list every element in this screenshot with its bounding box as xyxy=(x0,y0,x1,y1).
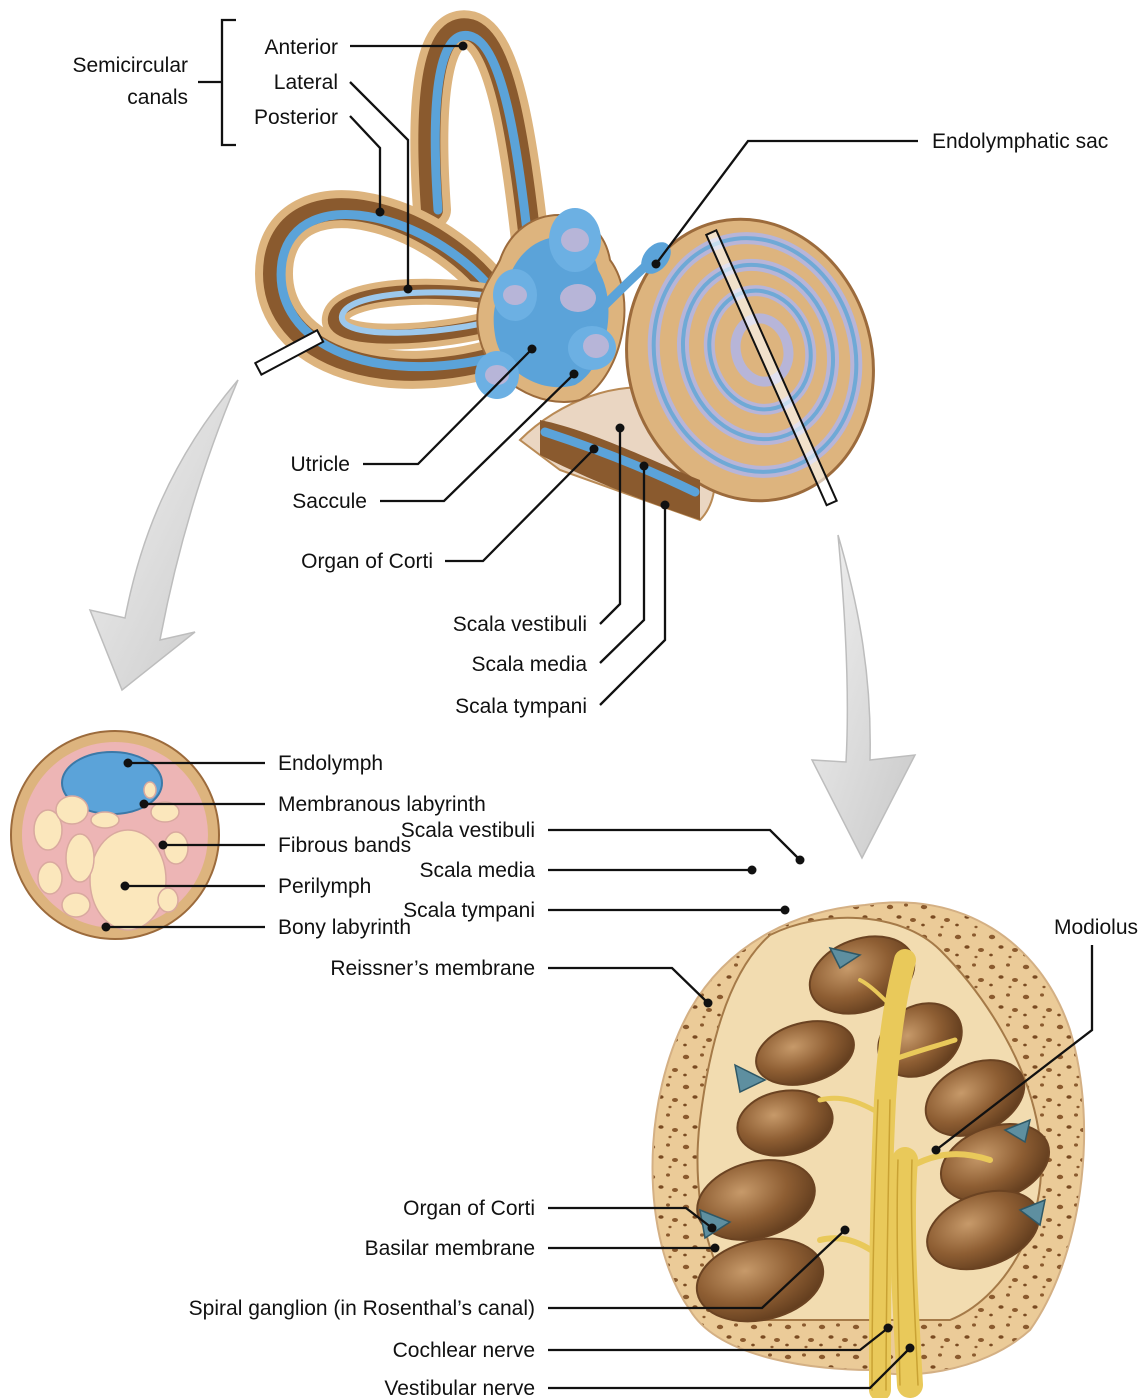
label-fibrous-bands: Fibrous bands xyxy=(278,834,411,857)
label-basilar-membrane: Basilar membrane xyxy=(365,1237,535,1260)
label-endolymph: Endolymph xyxy=(278,752,383,775)
label-endolymphatic-sac: Endolymphatic sac xyxy=(932,130,1108,153)
label-semicircular-line1: Semicircular xyxy=(72,54,188,77)
semicircular-bracket xyxy=(222,20,236,145)
label-scala-media-top: Scala media xyxy=(471,653,587,676)
label-membranous-labyrinth: Membranous labyrinth xyxy=(278,793,486,816)
label-organ-of-corti-bottom: Organ of Corti xyxy=(403,1197,535,1220)
label-saccule: Saccule xyxy=(292,490,367,513)
label-scala-vestibuli-bottom: Scala vestibuli xyxy=(401,819,535,842)
label-scala-media-bottom: Scala media xyxy=(419,859,535,882)
label-cochlear-nerve: Cochlear nerve xyxy=(393,1339,535,1362)
label-semicircular-1: Semicircular xyxy=(72,54,188,77)
arrow-to-canal-section xyxy=(90,380,238,690)
label-scala-tympani-bottom: Scala tympani xyxy=(403,899,535,922)
label-organ-of-corti-top: Organ of Corti xyxy=(301,550,433,573)
label-semicircular-line2: canals xyxy=(127,86,188,109)
label-modiolus: Modiolus xyxy=(1054,916,1138,939)
arrow-to-cochlea-section xyxy=(812,535,915,858)
label-perilymph: Perilymph xyxy=(278,875,371,898)
label-scala-tympani-top: Scala tympani xyxy=(455,695,587,718)
label-reissners-membrane: Reissner’s membrane xyxy=(330,957,535,980)
label-vestibular-nerve: Vestibular nerve xyxy=(384,1377,535,1398)
labyrinth-illustration xyxy=(255,29,904,528)
label-anterior: Anterior xyxy=(264,36,338,59)
label-posterior: Posterior xyxy=(254,106,338,129)
label-bony-labyrinth: Bony labyrinth xyxy=(278,916,411,939)
cochlea-cross-section xyxy=(653,902,1085,1390)
label-scala-vestibuli-top: Scala vestibuli xyxy=(453,613,587,636)
label-semicircular-2: canals xyxy=(127,86,188,109)
label-lateral: Lateral xyxy=(274,71,338,94)
label-utricle: Utricle xyxy=(290,453,350,476)
label-spiral-ganglion: Spiral ganglion (in Rosenthal’s canal) xyxy=(189,1297,535,1320)
